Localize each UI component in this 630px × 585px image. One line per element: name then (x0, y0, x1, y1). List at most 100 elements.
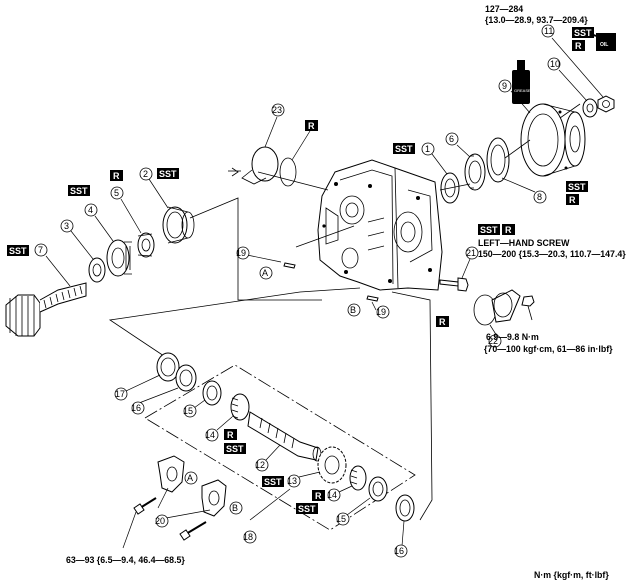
callout-16-upper: 16 (131, 403, 141, 413)
torque-arrow-lines (122, 511, 137, 549)
part-14-bearing-upper (230, 393, 250, 421)
part-8-oil-seal (486, 137, 510, 183)
sst-tag-13: SST (262, 476, 284, 487)
callout-14-lower: 14 (327, 490, 337, 500)
leader-15-upper (193, 399, 206, 409)
callout-3: 3 (64, 221, 69, 231)
part-7-drive-pinion (5, 282, 87, 337)
cap-bolt-left (133, 497, 157, 515)
grease-tube-icon: GREASE (512, 60, 531, 104)
svg-text:R: R (315, 491, 322, 501)
part-11-locknut (597, 95, 615, 113)
leader-8 (501, 177, 536, 193)
leader-4 (94, 215, 114, 242)
leader-23 (264, 116, 278, 148)
leader-1 (431, 153, 448, 175)
part-10-washer (582, 98, 598, 118)
leader-5 (120, 198, 142, 234)
part-17-bearing-race (156, 352, 180, 382)
part-12-shaft (247, 411, 322, 462)
part-14-bearing-lower (349, 465, 367, 491)
sst-tag-7: SST (7, 245, 29, 256)
o-ring-top (279, 157, 297, 187)
torque-top-right-line1: 127—284 (485, 4, 523, 14)
leader-14-lower (338, 485, 353, 493)
units-note: N·m {kgf·m, ft·lbf} (534, 570, 609, 580)
svg-text:R: R (575, 41, 582, 51)
callout-a-lower: A (187, 473, 193, 483)
callout-10: 10 (550, 59, 560, 69)
leader-16-upper (138, 387, 179, 404)
part-15-bearing-race-upper (202, 380, 222, 406)
part-4-bearing (106, 239, 132, 277)
callout-8: 8 (537, 192, 542, 202)
callout-23: 23 (272, 105, 282, 115)
svg-text:SST: SST (298, 504, 316, 514)
leader-22 (489, 324, 498, 337)
callout-21: 21 (466, 248, 476, 258)
plug-torque-line2: {70—100 kgf·cm, 61—86 in·lbf} (484, 344, 613, 354)
transfer-case-housing (317, 159, 443, 291)
svg-text:SST: SST (568, 182, 586, 192)
svg-text:R: R (439, 317, 446, 327)
callout-17: 17 (115, 389, 125, 399)
leader-13 (298, 471, 321, 478)
leader-10 (558, 69, 588, 102)
part-13-gear (317, 446, 347, 484)
part-3-spacer (88, 257, 106, 283)
r-tag-top-right: R (572, 40, 585, 51)
sst-tag-2: SST (157, 168, 179, 179)
sst-tag-14-lower: SST (296, 503, 318, 514)
callout-16-lower: 16 (394, 546, 404, 556)
svg-text:R: R (227, 430, 234, 440)
callout-11: 11 (544, 26, 553, 36)
callout-7: 7 (38, 245, 43, 255)
callout-13: 13 (287, 476, 297, 486)
leader-9 (510, 90, 531, 114)
leader-14-upper (216, 416, 233, 431)
sst-tag-8: SST (566, 181, 588, 192)
svg-text:R: R (113, 171, 120, 181)
plug-torque-line1: 6.9—9.8 N·m (486, 332, 539, 342)
torque-top-right-line2: {13.0—28.9, 93.7—209.4} (485, 15, 588, 25)
callout-9: 9 (502, 81, 507, 91)
svg-text:R: R (569, 195, 576, 205)
sst-tag-14-upper: SST (224, 443, 246, 454)
leader-16-lower (401, 520, 405, 547)
callout-11-circle (541, 24, 555, 38)
svg-text:R: R (505, 225, 512, 235)
sst-tag-21: SST (478, 224, 500, 235)
r-tag-21: R (502, 224, 515, 235)
leader-17 (125, 374, 161, 392)
svg-text:SST: SST (9, 246, 27, 256)
svg-text:SST: SST (159, 169, 177, 179)
svg-text:R: R (308, 121, 315, 131)
callout-22: 22 (488, 336, 498, 346)
callout-1: 1 (425, 144, 430, 154)
part-20-bearing-cap-upper (157, 455, 185, 493)
callout-b-lower: B (232, 503, 238, 513)
callout-18: 18 (243, 532, 253, 542)
callout-b-upper: B (350, 305, 356, 315)
cover-plate (491, 289, 521, 323)
gear-assembly-boundary (144, 364, 416, 531)
part-2-bearing-race (162, 206, 195, 244)
callout-14-upper: 14 (205, 430, 215, 440)
leader-21 (461, 258, 471, 279)
callout-15-upper: 15 (183, 406, 193, 416)
callout-4: 4 (88, 205, 93, 215)
leader-11 (551, 37, 604, 98)
callout-19-upper: 19 (236, 248, 246, 258)
r-tag-o-ring: R (305, 120, 318, 131)
part-23-seal-plate (228, 146, 279, 185)
part-20-bearing-cap-lower (201, 479, 227, 517)
svg-text:SST: SST (70, 186, 88, 196)
sst-tag-4: SST (68, 185, 90, 196)
svg-text:SST: SST (264, 477, 282, 487)
svg-text:GREASE: GREASE (514, 88, 531, 93)
sst-tag-1: SST (393, 143, 415, 154)
leader-6 (456, 144, 471, 158)
callout-5: 5 (114, 188, 119, 198)
leader-15-lower (346, 497, 371, 516)
